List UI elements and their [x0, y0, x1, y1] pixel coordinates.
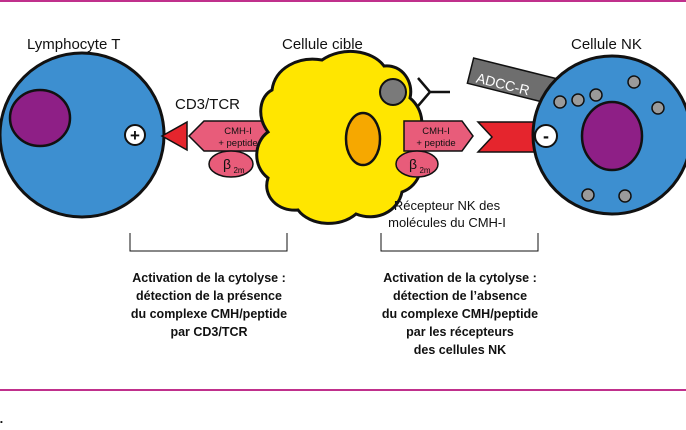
left-bracket	[129, 233, 288, 252]
granule	[571, 93, 585, 107]
left-caption-line: du complexe CMH/peptide	[130, 307, 288, 321]
granule	[618, 189, 632, 203]
nk-receptor-label-line: Récepteur NK des	[393, 198, 501, 213]
mhc-left-line1: CMH-I	[224, 126, 251, 137]
mhc-left-line2: + peptide	[218, 138, 257, 149]
right-caption-line: détection de l’absence	[392, 289, 528, 303]
left-caption: Activation de la cytolyse : détection de…	[100, 269, 318, 341]
beta2m-left	[208, 150, 254, 178]
granule	[581, 188, 595, 202]
mhc-right-arrow	[403, 120, 474, 152]
plus-sign-text: +	[130, 126, 140, 145]
t-cell-label: Lymphocyte T	[27, 36, 121, 53]
nk-receptor-label-line: molécules du CMH-I	[388, 215, 506, 230]
right-caption-line: Activation de la cytolyse :	[383, 271, 537, 285]
granule	[627, 75, 641, 89]
mhc-right-line1: CMH-I	[422, 126, 449, 137]
beta2m-left-sub: 2m	[233, 166, 244, 175]
nk-receptor-label: Récepteur NK des molécules du CMH-I	[372, 197, 522, 231]
cd3-tcr-receptor-icon	[160, 120, 188, 152]
figure-tag: I.	[0, 411, 3, 426]
minus-sign-text: -	[543, 126, 549, 146]
nk-cell-label: Cellule NK	[571, 36, 642, 53]
antibody-fork-icon	[417, 77, 450, 107]
nk-granules	[553, 75, 665, 203]
beta2m-right	[395, 150, 439, 178]
nk-receptor-icon	[476, 121, 539, 153]
right-bracket	[380, 233, 539, 252]
target-cell-label: Cellule cible	[282, 36, 363, 53]
beta2m-left-symbol: β	[223, 156, 231, 172]
bottom-rule	[0, 389, 686, 391]
right-caption-line: du complexe CMH/peptide	[381, 307, 539, 321]
cd3-tcr-label: CD3/TCR	[175, 96, 241, 113]
granule	[589, 88, 603, 102]
right-caption-line: par les récepteurs	[406, 325, 514, 339]
antibody-bound-sphere-icon	[379, 78, 407, 106]
target-cell-nucleus	[344, 111, 382, 167]
left-caption-line: détection de la présence	[136, 289, 282, 303]
right-caption: Activation de la cytolyse : détection de…	[350, 269, 570, 359]
plus-sign-icon	[124, 124, 146, 146]
nk-cell-nucleus	[580, 100, 644, 172]
beta2m-right-sub: 2m	[419, 166, 430, 175]
beta2m-right-symbol: β	[409, 156, 417, 172]
mhc-right-line2: + peptide	[416, 138, 455, 149]
granule	[651, 101, 665, 115]
t-cell-nucleus	[8, 88, 72, 148]
granule	[553, 95, 567, 109]
top-rule	[0, 0, 686, 2]
left-caption-line: par CD3/TCR	[170, 325, 248, 339]
left-caption-line: Activation de la cytolyse :	[132, 271, 286, 285]
minus-sign-icon	[534, 124, 558, 148]
right-caption-line: des cellules NK	[413, 343, 507, 357]
